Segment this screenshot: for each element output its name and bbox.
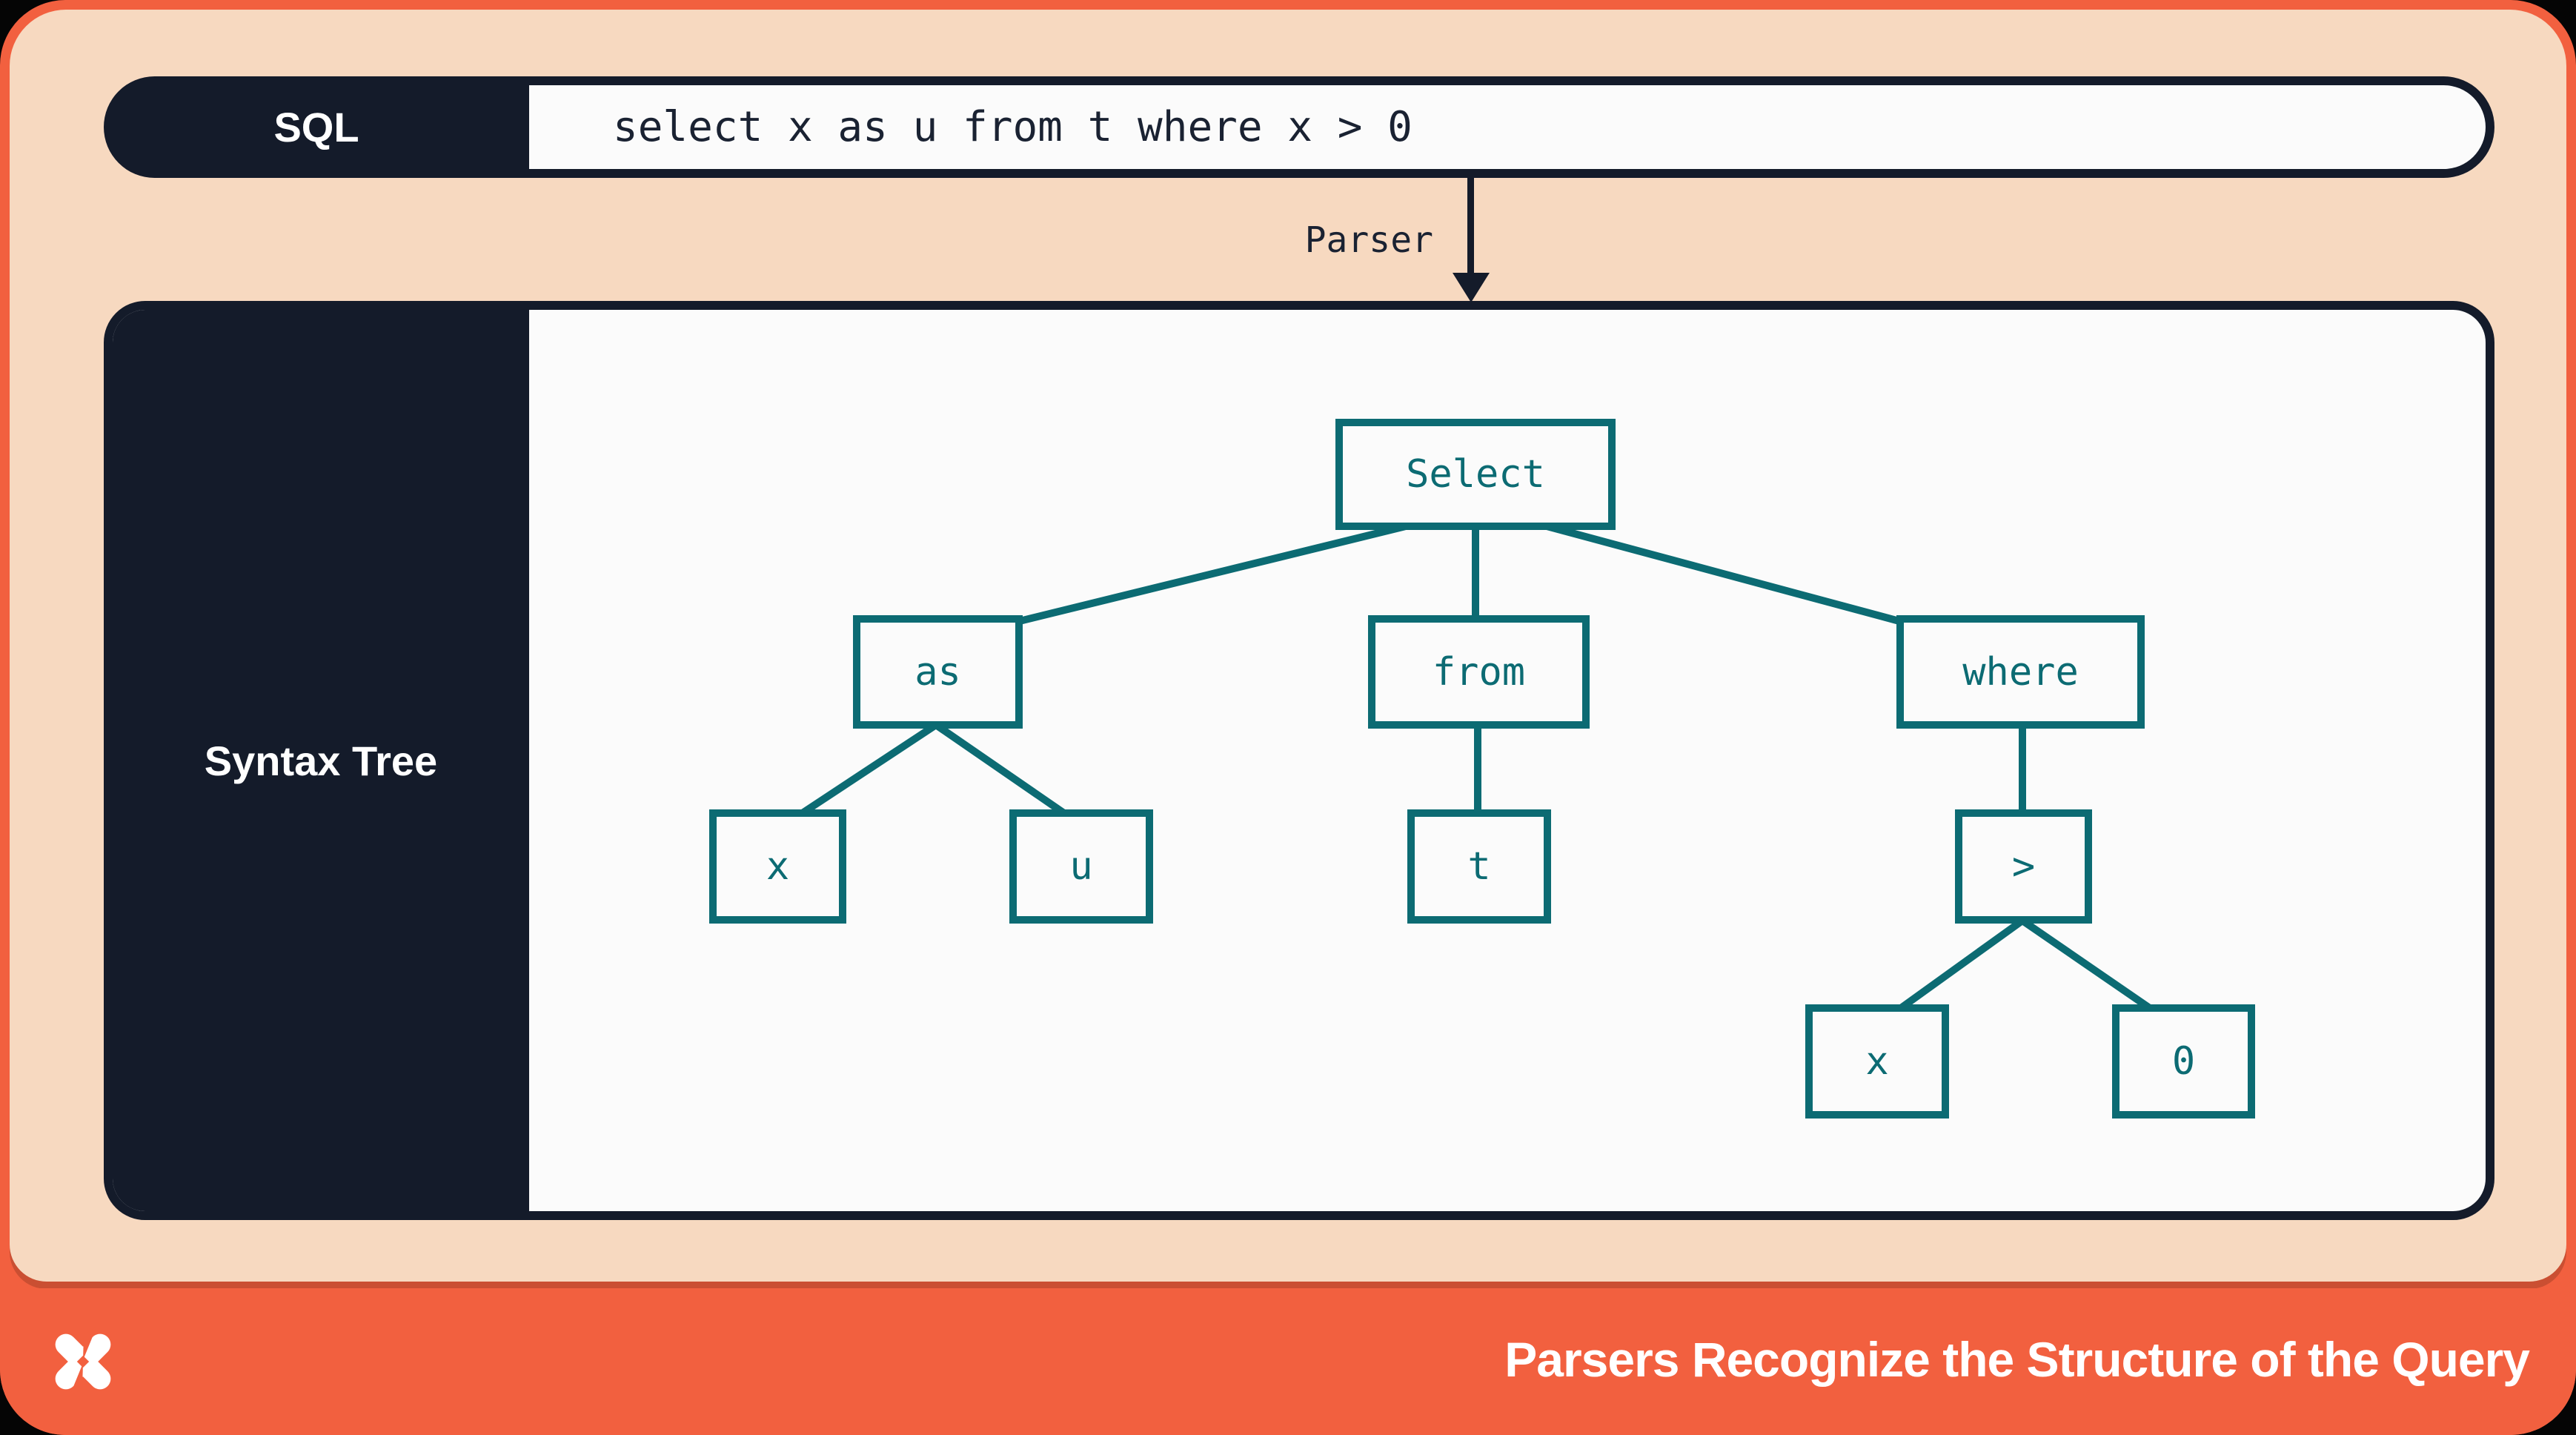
tree-node-select: Select (1335, 419, 1616, 530)
sql-query-field: select x as u from t where x > 0 (529, 85, 2486, 169)
tree-node-as: as (853, 615, 1023, 729)
tree-node-greater-than: > (1955, 809, 2092, 924)
brand-logo-icon (55, 1327, 111, 1396)
syntax-tree-label: Syntax Tree (204, 737, 438, 784)
parser-arrow-line (1467, 178, 1474, 274)
tree-node-t: t (1407, 809, 1551, 924)
footer-title: Parsers Recognize the Structure of the Q… (1504, 1332, 2530, 1387)
footer-bar: Parsers Recognize the Structure of the Q… (0, 1288, 2576, 1435)
sql-input-bar: select x as u from t where x > 0 SQL (104, 76, 2494, 178)
tree-node-x-alias: x (709, 809, 846, 924)
tree-node-u: u (1009, 809, 1153, 924)
tree-node-where: where (1896, 615, 2145, 729)
sql-query-text: select x as u from t where x > 0 (613, 103, 1413, 151)
tree-node-from: from (1368, 615, 1590, 729)
syntax-tree-sidebar: Syntax Tree (113, 310, 529, 1211)
parser-arrow-label: Parser (1304, 219, 1433, 261)
sql-bar-label: SQL (273, 104, 359, 150)
tree-node-x-operand: x (1805, 1004, 1949, 1118)
parser-arrow-head-icon (1453, 273, 1490, 302)
tree-node-zero: 0 (2112, 1004, 2255, 1118)
